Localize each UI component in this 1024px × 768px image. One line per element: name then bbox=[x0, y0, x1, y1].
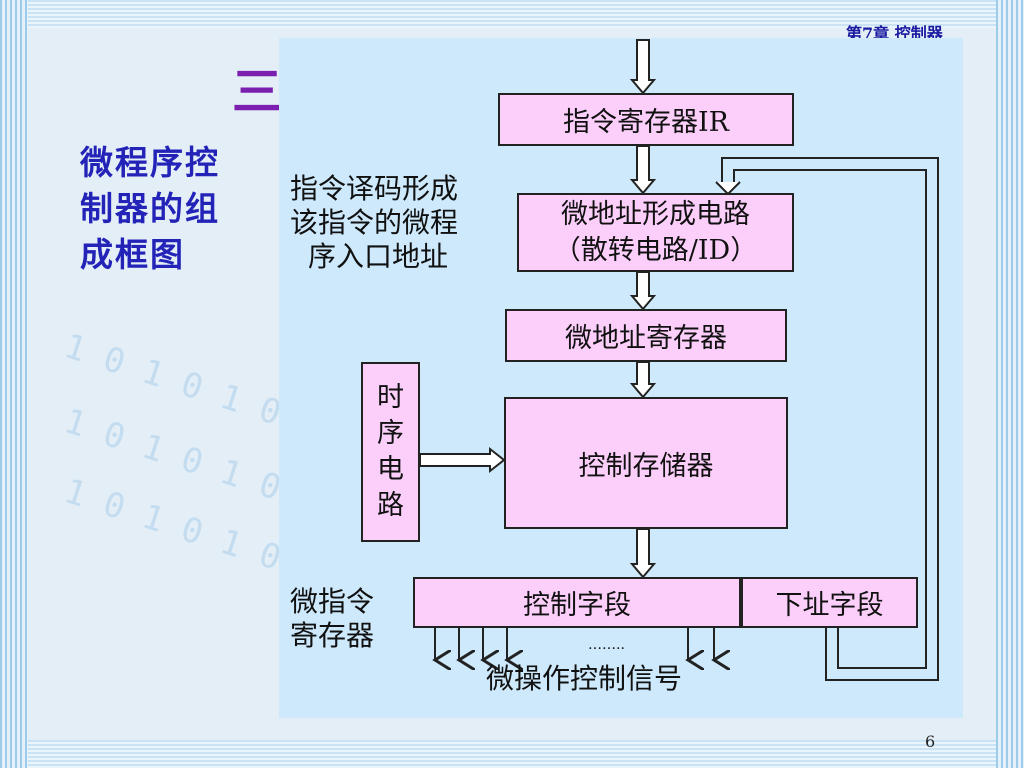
arrow-store-to-field bbox=[629, 528, 657, 579]
control-field-label: 控制字段 bbox=[523, 590, 631, 621]
arrow-timing-to-store bbox=[419, 446, 506, 474]
signal-dots: …….. bbox=[588, 637, 625, 653]
micro-address-former-box: 微地址形成电路 （散转电路/ID） bbox=[517, 193, 794, 272]
arrow-former-to-register bbox=[629, 271, 657, 311]
mir-line-2: 寄存器 bbox=[290, 619, 375, 652]
control-store-label: 控制存储器 bbox=[578, 450, 714, 482]
arrow-into-ir bbox=[629, 39, 657, 95]
timing-char-1: 时 bbox=[377, 382, 404, 413]
micro-address-register-box: 微地址寄存器 bbox=[505, 309, 787, 362]
micro-address-register-label: 微地址寄存器 bbox=[565, 323, 727, 354]
decode-line-3: 序入口地址 bbox=[308, 240, 449, 273]
section-number: 三 bbox=[232, 62, 282, 121]
instruction-register-label: 指令寄存器IR bbox=[563, 107, 729, 138]
bottom-stripe bbox=[0, 740, 1024, 768]
timing-char-2: 序 bbox=[377, 418, 404, 449]
title-line-1: 微程序控 bbox=[80, 143, 220, 182]
top-stripe bbox=[0, 0, 1024, 28]
control-store-box: 控制存储器 bbox=[504, 397, 788, 529]
next-address-field-box: 下址字段 bbox=[741, 577, 918, 628]
arrow-ir-to-former bbox=[629, 145, 657, 195]
title-line-2: 制器的组 bbox=[80, 189, 220, 228]
control-field-box: 控制字段 bbox=[413, 577, 741, 628]
title-line-3: 成框图 bbox=[80, 235, 185, 274]
timing-char-4: 路 bbox=[377, 490, 404, 521]
instruction-register-box: 指令寄存器IR bbox=[498, 93, 794, 146]
micro-instruction-register-annotation: 微指令 寄存器 bbox=[290, 585, 374, 653]
timing-char-3: 电 bbox=[377, 454, 404, 485]
next-address-field-label: 下址字段 bbox=[775, 590, 884, 621]
micro-op-signals-label: 微操作控制信号 bbox=[486, 662, 683, 695]
page-number: 6 bbox=[925, 732, 936, 751]
arrow-register-to-store bbox=[629, 361, 657, 399]
decode-line-2: 该指令的微程 bbox=[290, 206, 459, 239]
left-stripe bbox=[0, 0, 28, 768]
micro-address-former-line-1: 微地址形成电路 bbox=[561, 198, 750, 230]
right-stripe bbox=[996, 0, 1024, 768]
mir-line-1: 微指令 bbox=[290, 585, 375, 618]
decode-annotation: 指令译码形成 该指令的微程 序入口地址 bbox=[290, 172, 510, 274]
timing-circuit-box: 时 序 电 路 bbox=[361, 362, 420, 542]
micro-address-former-line-2: （散转电路/ID） bbox=[553, 234, 758, 266]
slide-title: 微程序控 制器的组 成框图 bbox=[80, 140, 260, 278]
micro-op-arrows bbox=[435, 628, 714, 660]
decode-line-1: 指令译码形成 bbox=[290, 172, 459, 205]
